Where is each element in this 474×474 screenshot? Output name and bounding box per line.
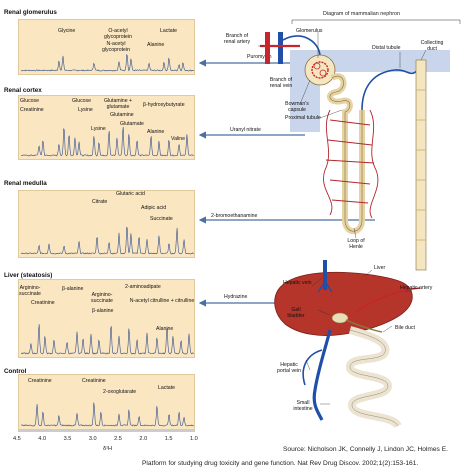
label-portal-vein: Hepatic portal vein	[277, 362, 301, 374]
label-loop: Loop of Henle	[347, 238, 365, 250]
axis-tick-label: 3.0	[88, 436, 97, 442]
spectrum-trace	[20, 53, 194, 72]
peak-label: Succinate	[150, 216, 173, 222]
spectrum-trace	[20, 324, 194, 355]
spectrum-panel-cortex	[18, 95, 195, 160]
ppm-axis	[18, 430, 195, 432]
spectrum-liver	[20, 324, 194, 355]
peak-label: Creatinine	[31, 300, 55, 306]
label-glomerulus: Glomerulus	[296, 28, 323, 34]
axis-tick-label: 2.0	[139, 436, 148, 442]
panel-title-liver: Liver (steatosis)	[4, 272, 53, 279]
peak-label: β-hydroxybutyrate	[143, 102, 185, 108]
source-line-2: Platform for studying drug toxicity and …	[142, 460, 419, 467]
peak-label: N-acetyl citrulline + citrulline	[129, 298, 195, 304]
spectrum-trace	[20, 126, 194, 157]
peak-label: Arginino-succinate	[91, 292, 113, 304]
peak-label: Alanine	[147, 42, 165, 48]
spectrum-panel-control	[18, 374, 195, 430]
peak-label: Glutamate	[120, 121, 144, 127]
label-small-intestine: Small intestine	[293, 400, 313, 412]
portal-vein-vessel	[312, 329, 332, 421]
peak-label: Alanine	[156, 326, 174, 332]
peak-label: Creatinine	[28, 378, 52, 384]
axis-label: δ¹H	[103, 446, 113, 452]
peak-label: Lysine	[91, 126, 106, 132]
nephron-title: Diagram of mammalian nephron	[323, 11, 401, 17]
axis-tick-label: 1.0	[190, 436, 198, 442]
peak-label: N-acetyl glycoprotein	[102, 41, 130, 53]
peak-label: 2-oxoglutarate	[103, 389, 137, 395]
label-collecting-duct: Collecting duct	[420, 40, 444, 52]
peak-label: Valine	[171, 136, 186, 142]
gall-bladder	[331, 312, 349, 324]
spectrum-control	[20, 402, 194, 427]
peak-label: Citrate	[92, 199, 108, 205]
spectrum-panel-medulla	[18, 190, 195, 258]
renal-artery	[265, 32, 270, 64]
spectrum-panel-glomerulus	[18, 19, 195, 75]
liver-body	[274, 271, 413, 336]
spectrum-cortex	[20, 126, 194, 157]
peak-label: Glutaric acid	[116, 191, 145, 197]
axis-tick-label: 4.5	[13, 436, 21, 442]
peak-label: Alanine	[147, 129, 165, 135]
agent-uranyl: Uranyl nitrate	[230, 127, 261, 133]
spectrum-trace	[20, 226, 194, 255]
label-bowmans: Bowman's capsule	[285, 101, 309, 113]
label-branch-vein: Branch of renal vein	[269, 77, 293, 89]
peak-label: Glucose	[72, 98, 92, 104]
label-liver: Liver	[374, 265, 386, 271]
bile-duct-vessel	[345, 319, 383, 333]
peak-label: Arginino-succinate	[19, 285, 41, 297]
label-bile-duct: Bile duct	[395, 325, 415, 331]
panel-title-control: Control	[4, 368, 27, 375]
label-hepatic-vein: Hepatic vein	[283, 280, 312, 286]
agent-bromo: 2-bromoethanamine	[211, 213, 258, 219]
label-hepatic-artery: Hepatic artery	[400, 285, 433, 291]
label-proximal: Proximal tubule	[285, 115, 321, 121]
label-distal-tubule: Distal tubule	[372, 45, 401, 51]
panel-title-glomerulus: Renal glomerulus	[4, 9, 57, 16]
peak-label: Glucose	[20, 98, 40, 104]
peak-label: β-alanine	[62, 286, 84, 292]
peak-label: Creatinine	[82, 378, 106, 384]
capillary-network	[323, 109, 379, 219]
axis-tick-label: 3.5	[63, 436, 72, 442]
hepatic-artery-vessel	[354, 287, 421, 313]
peak-label: Adipic acid	[141, 205, 167, 211]
source-line-1: Source: Nicholson JK, Connelly J, Lindon…	[283, 446, 448, 453]
axis-tick-label: 1.5	[164, 436, 173, 442]
label-branch-artery: Branch of renal artery	[223, 33, 251, 45]
peak-label: 2-aminoadipate	[125, 284, 161, 290]
peak-label: O-acetyl glycoprotein	[104, 28, 132, 40]
peak-label: Glycine	[58, 28, 76, 34]
glomerulus-knot	[311, 61, 329, 79]
distal-tubule	[361, 69, 419, 111]
label-gall-bladder: Gall bladder	[287, 307, 305, 319]
bowmans-capsule	[304, 54, 336, 86]
renal-vein	[278, 32, 283, 64]
peak-label: Glutamine	[110, 112, 134, 118]
peak-label: Creatinine	[20, 107, 44, 113]
axis-tick-label: 2.5	[114, 436, 122, 442]
spectrum-panel-liver	[18, 279, 195, 358]
peak-label: Lactate	[160, 28, 178, 34]
peak-label: Lactate	[158, 385, 176, 391]
peak-label: β-alanine	[92, 308, 114, 314]
peak-label: Glutamine + glutamate	[103, 98, 133, 110]
spectrum-medulla	[20, 226, 194, 255]
spectrum-trace	[20, 402, 194, 427]
spectrum-glomerulus	[20, 53, 194, 72]
agent-hydrazine: Hydrazine	[224, 294, 248, 300]
panel-title-cortex: Renal cortex	[4, 87, 42, 94]
agent-puromycin: Puromycin	[247, 54, 272, 60]
peak-label: Lysine	[78, 107, 93, 113]
axis-tick-label: 4.0	[38, 436, 47, 442]
panel-title-medulla: Renal medulla	[4, 180, 47, 187]
